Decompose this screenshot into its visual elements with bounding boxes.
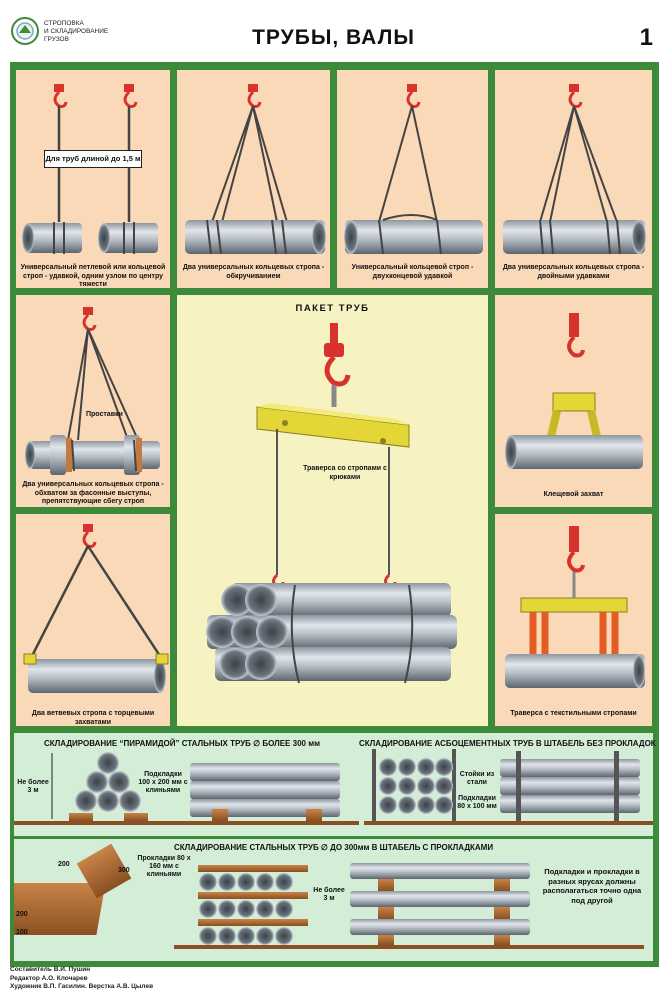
pads-label: Подкладки 100 x 200 мм с клиньями bbox=[138, 771, 188, 794]
page-number: 1 bbox=[639, 24, 653, 51]
pipe-bundle bbox=[206, 583, 457, 681]
steel-stack-with-spacers bbox=[0, 843, 644, 949]
double-end-choke-illustration bbox=[344, 84, 483, 255]
storage-title-asbestos: СКЛАДИРОВАНИЕ АСБОЦЕМЕНТНЫХ ТРУБ В ШТАБЕ… bbox=[359, 739, 656, 748]
panel-textile-slings: Траверса с текстильными стропами bbox=[495, 514, 652, 726]
hook-icon bbox=[247, 84, 262, 108]
panel-shaped-protrusions: Проставки Два универсальных кольцевых ст… bbox=[16, 295, 170, 507]
credit-line: Редактор А.О. Клочарев bbox=[10, 974, 88, 982]
hook-icon bbox=[406, 84, 421, 108]
panel-caption: Два универсальных кольцевых стропа - обк… bbox=[182, 264, 325, 280]
dimension-label: 100 bbox=[16, 929, 28, 936]
panel-pipe-bundle: ПАКЕТ ТРУБ Тр bbox=[177, 295, 488, 726]
brand-line: СТРОПОВКА bbox=[44, 20, 84, 27]
hook-icon bbox=[53, 84, 68, 108]
panel-single-loop-sling: Для труб длиной до 1,5 м Универсальный п… bbox=[16, 70, 170, 288]
storage-section: СКЛАДИРОВАНИЕ “ПИРАМИДОЙ” СТАЛЬНЫХ ТРУБ … bbox=[0, 733, 656, 961]
panel-clamp-grip: Клещевой захват bbox=[495, 295, 652, 507]
hook-icon bbox=[82, 524, 97, 548]
panel-caption: Два универсальных кольцевых стропа - обх… bbox=[22, 481, 164, 505]
shaped-protrusions-illustration bbox=[25, 307, 160, 475]
page-header: СТРОПОВКА И СКЛАДИРОВАНИЕ ГРУЗОВ ТРУБЫ, … bbox=[0, 0, 667, 62]
panel-two-wrap-slings: Два универсальных кольцевых стропа - обк… bbox=[177, 70, 330, 288]
section-divider bbox=[14, 836, 653, 839]
crane-hook-icon bbox=[567, 526, 585, 573]
storage-title-pyramid: СКЛАДИРОВАНИЕ “ПИРАМИДОЙ” СТАЛЬНЫХ ТРУБ … bbox=[44, 739, 321, 748]
panel-caption: Два универсальных кольцевых стропа - дво… bbox=[502, 264, 645, 280]
clamp-grip-illustration bbox=[505, 313, 643, 469]
panel-caption: Универсальный петлевой или кольцевой стр… bbox=[20, 264, 166, 288]
length-note: Для труб длиной до 1,5 м bbox=[44, 150, 142, 168]
logo-icon bbox=[11, 17, 39, 45]
panel-caption: Клещевой захват bbox=[543, 491, 604, 498]
posts-label: Стойки из стали bbox=[459, 771, 495, 786]
dimension-label: 200 bbox=[16, 911, 28, 918]
height-limit-label: Не более 3 м bbox=[313, 887, 345, 902]
pads-label: Подкладки 80 x 100 мм bbox=[457, 795, 497, 810]
credit-line: Составитель В.И. Пушин bbox=[10, 966, 91, 973]
panel-double-chokes: Два универсальных кольцевых стропа - дво… bbox=[495, 70, 652, 288]
crane-hook-icon bbox=[324, 323, 351, 387]
panel-caption: Два ветвевых стропа с торцевыми захватам… bbox=[31, 710, 155, 726]
brand-line: ГРУЗОВ bbox=[44, 36, 69, 43]
traverse-beam bbox=[256, 403, 410, 448]
asbestos-stack bbox=[364, 749, 653, 825]
credit-line: Художник В.П. Гасилин. Верстка А.В. Цыле… bbox=[10, 983, 154, 990]
brand-text: СТРОПОВКА И СКЛАДИРОВАНИЕ ГРУЗОВ bbox=[44, 20, 108, 44]
pyramid-stack bbox=[14, 752, 359, 825]
spacers-label: Прокладки 80 x 160 мм с клиньями bbox=[137, 855, 191, 878]
storage-title-steel: СКЛАДИРОВАНИЕ СТАЛЬНЫХ ТРУБ ∅ ДО 300мм В… bbox=[174, 843, 494, 852]
height-limit-label: Не более 3 м bbox=[17, 779, 49, 794]
pipe-bundle-illustration bbox=[206, 323, 457, 684]
textile-slings-illustration bbox=[505, 526, 645, 688]
crane-hook-icon bbox=[567, 313, 585, 358]
panel-double-end-choke: Универсальный кольцевой строп - двухконц… bbox=[337, 70, 488, 288]
spacers-label: Проставки bbox=[86, 411, 123, 418]
center-title: ПАКЕТ ТРУБ bbox=[295, 303, 370, 314]
brand-line: И СКЛАДИРОВАНИЕ bbox=[44, 28, 109, 35]
dimension-label: 200 bbox=[58, 861, 70, 868]
panel-caption: Универсальный кольцевой строп - двухконц… bbox=[351, 264, 474, 280]
two-wrap-slings-illustration bbox=[185, 84, 326, 255]
credits: Составитель В.И. Пушин Редактор А.О. Кло… bbox=[10, 966, 153, 992]
double-chokes-illustration bbox=[503, 84, 646, 255]
panel-end-grips: Два ветвевых стропа с торцевыми захватам… bbox=[16, 514, 170, 726]
hook-icon bbox=[568, 84, 583, 108]
dimension-label: 300 bbox=[118, 867, 130, 874]
page-title: ТРУБЫ, ВАЛЫ bbox=[252, 26, 415, 49]
traverse-label: Траверса со стропами с крюками bbox=[303, 465, 387, 481]
hook-icon bbox=[123, 84, 138, 108]
alignment-note: Подкладки и прокладки в разных ярусах до… bbox=[542, 867, 642, 905]
end-grips-illustration bbox=[23, 524, 169, 693]
single-loop-sling-illustration bbox=[22, 84, 158, 254]
hook-icon bbox=[82, 307, 97, 331]
storage-illustration bbox=[0, 749, 653, 949]
panel-caption: Траверса с текстильными стропами bbox=[510, 710, 637, 717]
